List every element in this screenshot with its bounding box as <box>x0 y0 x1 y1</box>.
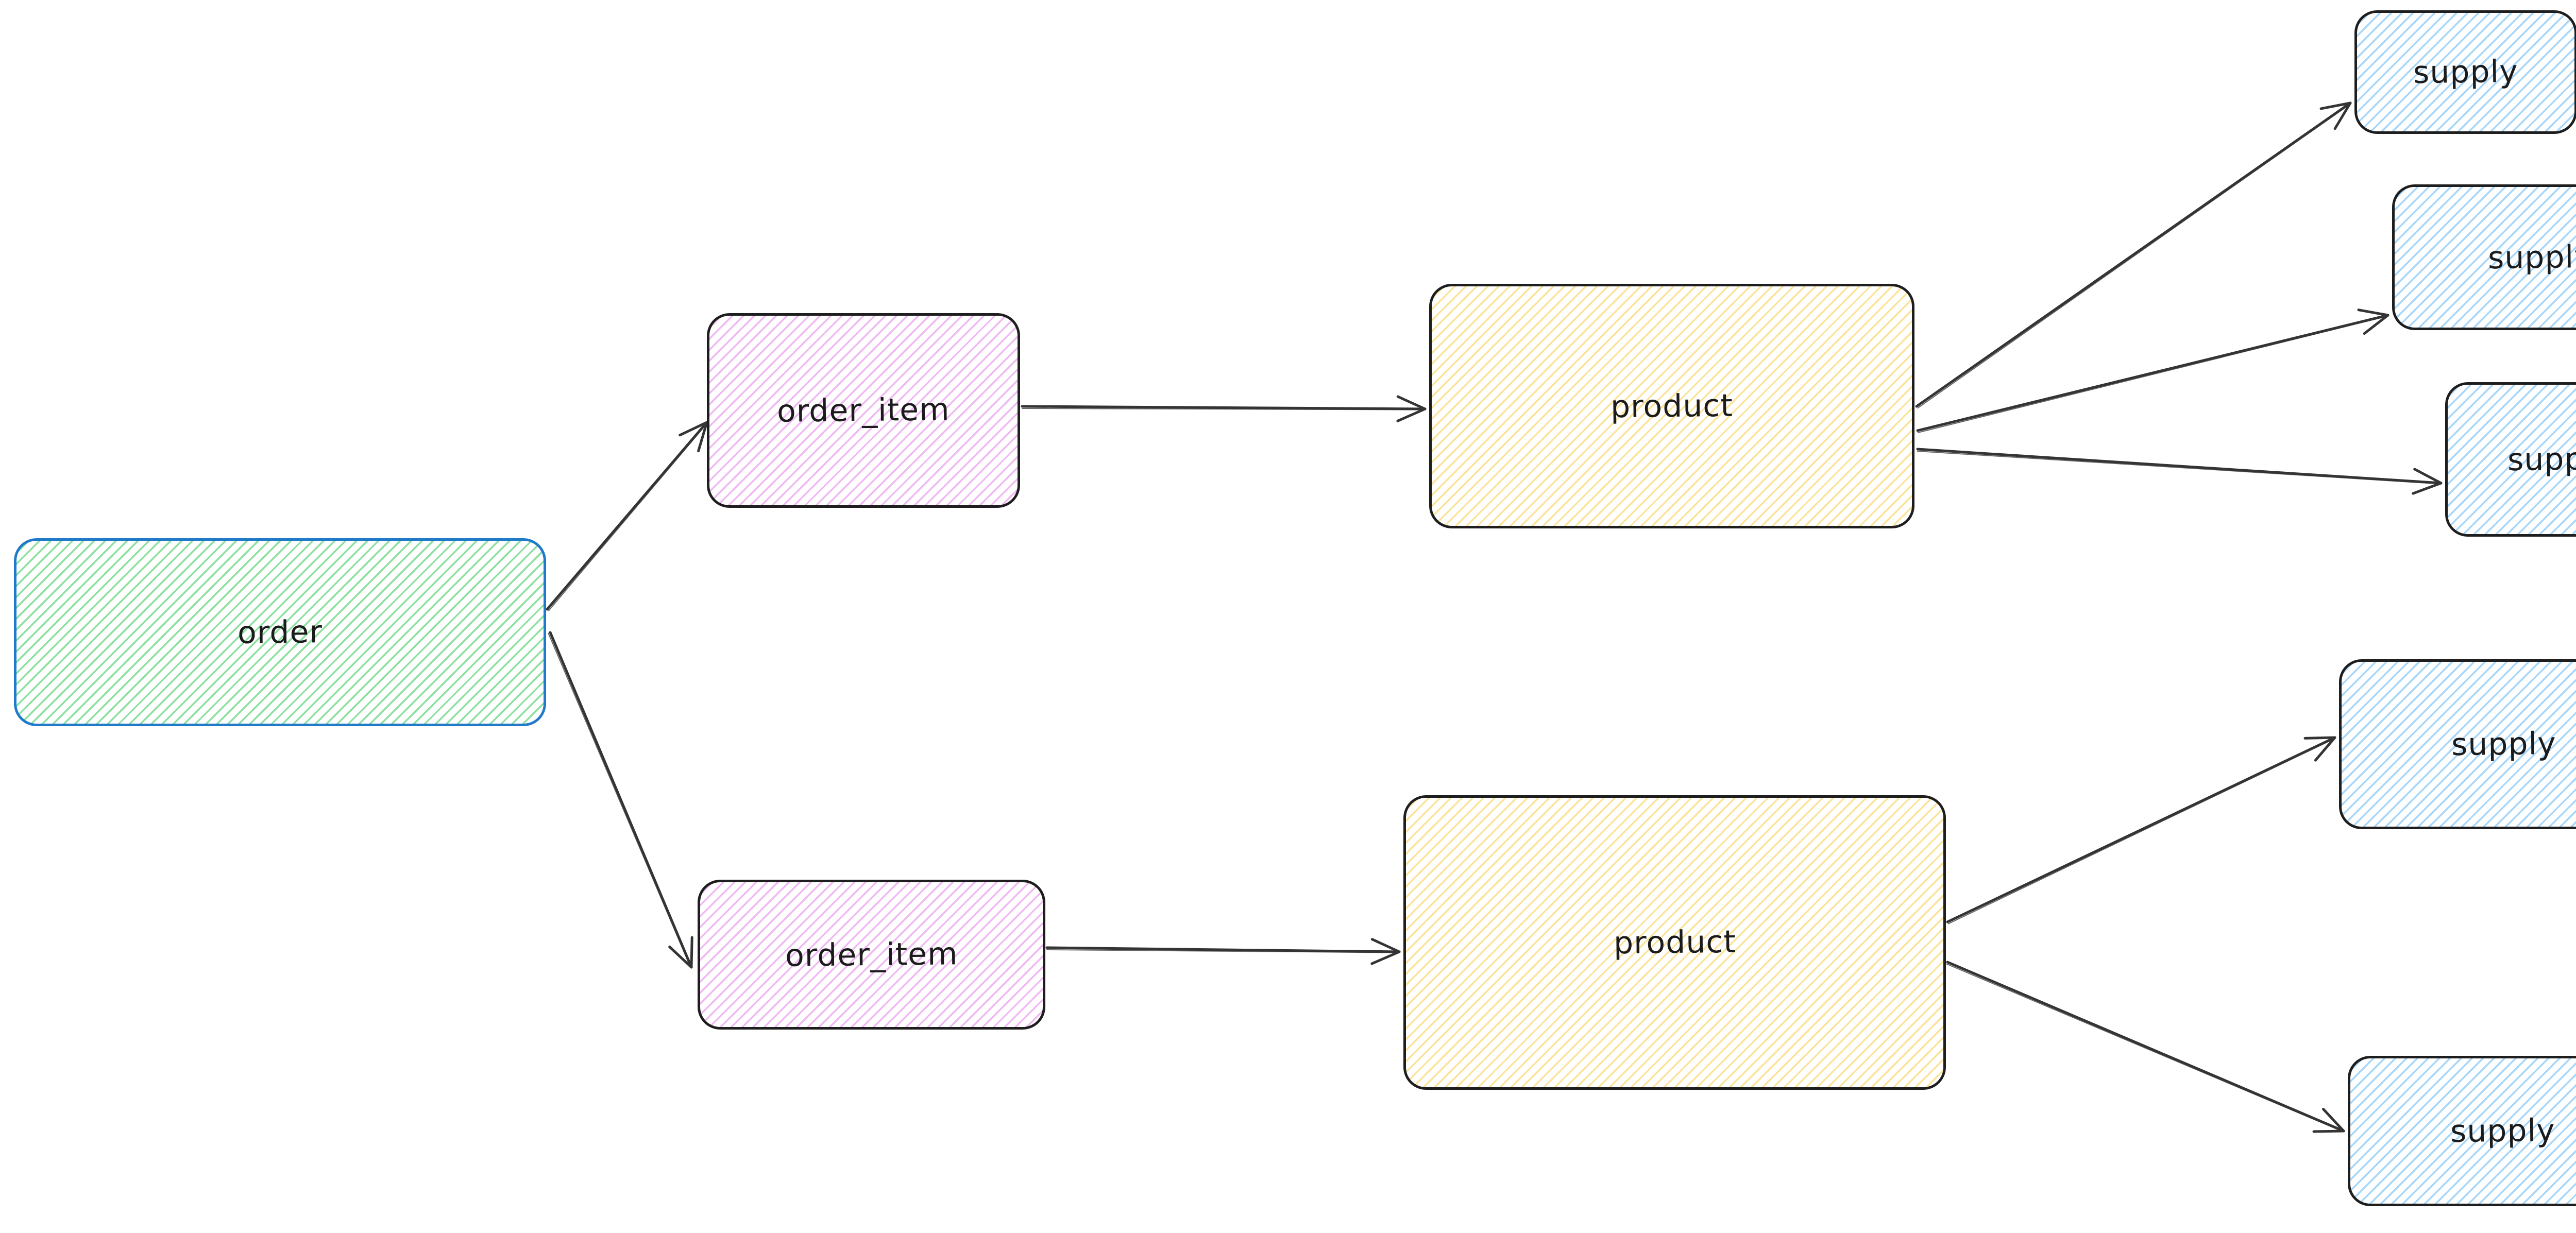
node-label: supply <box>2451 725 2557 763</box>
node-product-1[interactable]: product <box>1429 284 1914 528</box>
edge-order-to-order-item-2[interactable] <box>548 631 693 969</box>
node-supply-2[interactable]: supply <box>2392 184 2576 330</box>
node-label: supply <box>2487 238 2576 276</box>
node-supply-5[interactable]: supply <box>2348 1056 2576 1206</box>
node-supply-4[interactable]: supply <box>2339 659 2576 829</box>
edge-product-2-to-supply-4[interactable] <box>1946 736 2336 924</box>
node-supply-1[interactable]: supply <box>2354 10 2576 134</box>
node-label: supply <box>2413 53 2519 91</box>
node-label: order <box>237 613 323 651</box>
node-order-item-1[interactable]: order_item <box>707 313 1020 508</box>
edge-order-item-2-to-product-2[interactable] <box>1045 938 1401 965</box>
edge-product-1-to-supply-3[interactable] <box>1916 448 2443 495</box>
edge-order-to-order-item-1[interactable] <box>546 421 708 611</box>
edge-product-2-to-supply-5[interactable] <box>1946 961 2345 1133</box>
node-label: order_item <box>785 935 958 974</box>
node-label: product <box>1613 923 1736 962</box>
edge-product-1-to-supply-1[interactable] <box>1915 101 2352 409</box>
node-order[interactable]: order <box>14 538 546 726</box>
node-supply-3[interactable]: supply <box>2445 382 2576 537</box>
edge-product-1-to-supply-2[interactable] <box>1916 309 2389 433</box>
node-label: product <box>1610 387 1734 425</box>
edge-order-item-1-to-product-1[interactable] <box>1021 395 1427 422</box>
node-label: order_item <box>776 391 951 430</box>
node-product-2[interactable]: product <box>1403 795 1946 1090</box>
node-label: supply <box>2507 440 2576 478</box>
node-order-item-2[interactable]: order_item <box>698 880 1045 1030</box>
node-label: supply <box>2450 1112 2556 1150</box>
